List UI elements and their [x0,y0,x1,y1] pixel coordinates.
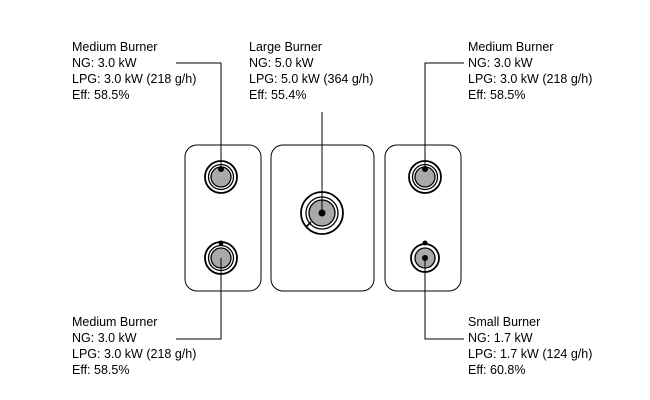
burner-name: Medium Burner [72,40,158,54]
burner-eff: Eff: 55.4% [249,88,307,102]
burner-lpg: LPG: 1.7 kW (124 g/h) [468,347,593,361]
leader-top-right [424,62,464,169]
burner-ng: NG: 5.0 kW [249,56,314,70]
leader-bottom-left [176,258,222,340]
label-top-center: Large Burner NG: 5.0 kW LPG: 5.0 kW (364… [249,39,373,103]
burner-eff: Eff: 60.8% [468,363,526,377]
leader-bottom-right [424,258,464,340]
burner-eff: Eff: 58.5% [72,88,130,102]
label-top-right: Medium Burner NG: 3.0 kW LPG: 3.0 kW (21… [468,39,592,103]
burner-lpg: LPG: 3.0 kW (218 g/h) [72,347,197,361]
label-top-left: Medium Burner NG: 3.0 kW LPG: 3.0 kW (21… [72,39,196,103]
burner-name: Small Burner [468,315,541,329]
right-panel [384,144,462,292]
burner-ng: NG: 1.7 kW [468,331,533,345]
burner-name: Large Burner [249,40,322,54]
burner-name: Medium Burner [468,40,554,54]
burner-lpg: LPG: 3.0 kW (218 g/h) [468,72,593,86]
burner-ng: NG: 3.0 kW [72,56,137,70]
burner-eff: Eff: 58.5% [72,363,130,377]
burner-name: Medium Burner [72,315,158,329]
burner-ng: NG: 3.0 kW [72,331,137,345]
burner-lpg: LPG: 3.0 kW (218 g/h) [72,72,197,86]
label-bottom-left: Medium Burner NG: 3.0 kW LPG: 3.0 kW (21… [72,314,196,378]
burner-top-right-icon [408,160,442,194]
label-bottom-right: Small Burner NG: 1.7 kW LPG: 1.7 kW (124… [468,314,592,378]
leader-top-left [176,62,222,169]
burner-ng: NG: 3.0 kW [468,56,533,70]
burner-lpg: LPG: 5.0 kW (364 g/h) [249,72,374,86]
burner-center-large-icon [300,191,344,235]
burner-eff: Eff: 58.5% [468,88,526,102]
left-panel [184,144,262,292]
